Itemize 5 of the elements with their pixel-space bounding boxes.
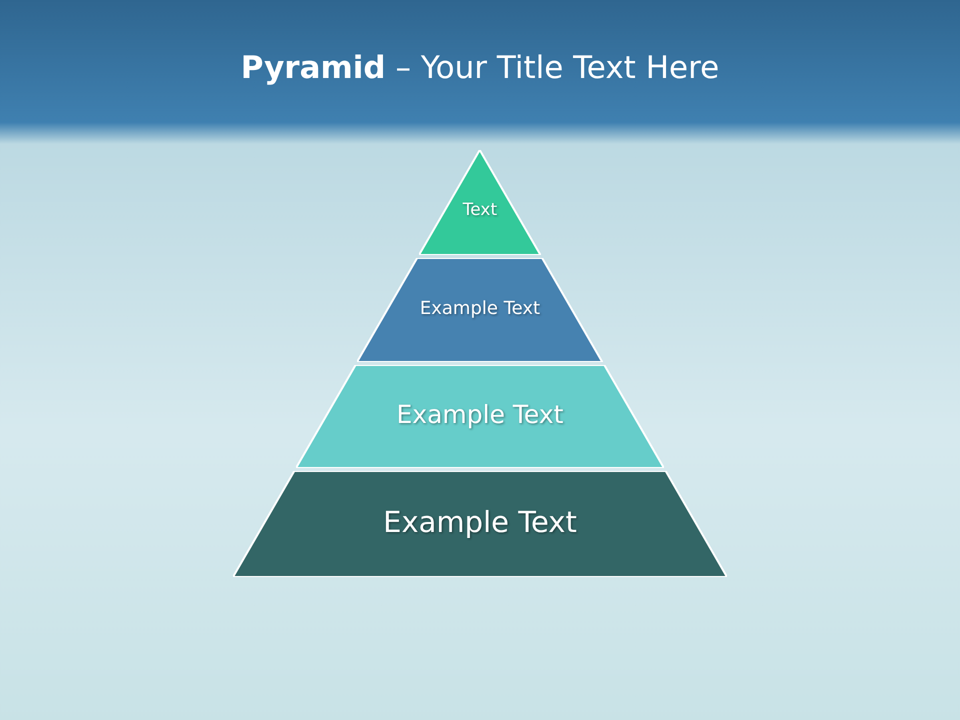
- layer-label: Text: [462, 200, 498, 220]
- layer-label: Example Text: [396, 400, 564, 430]
- layer-label: Example Text: [382, 505, 578, 540]
- slide-title: Pyramid – Your Title Text Here: [240, 50, 720, 86]
- layer-label: Example Text: [418, 298, 542, 320]
